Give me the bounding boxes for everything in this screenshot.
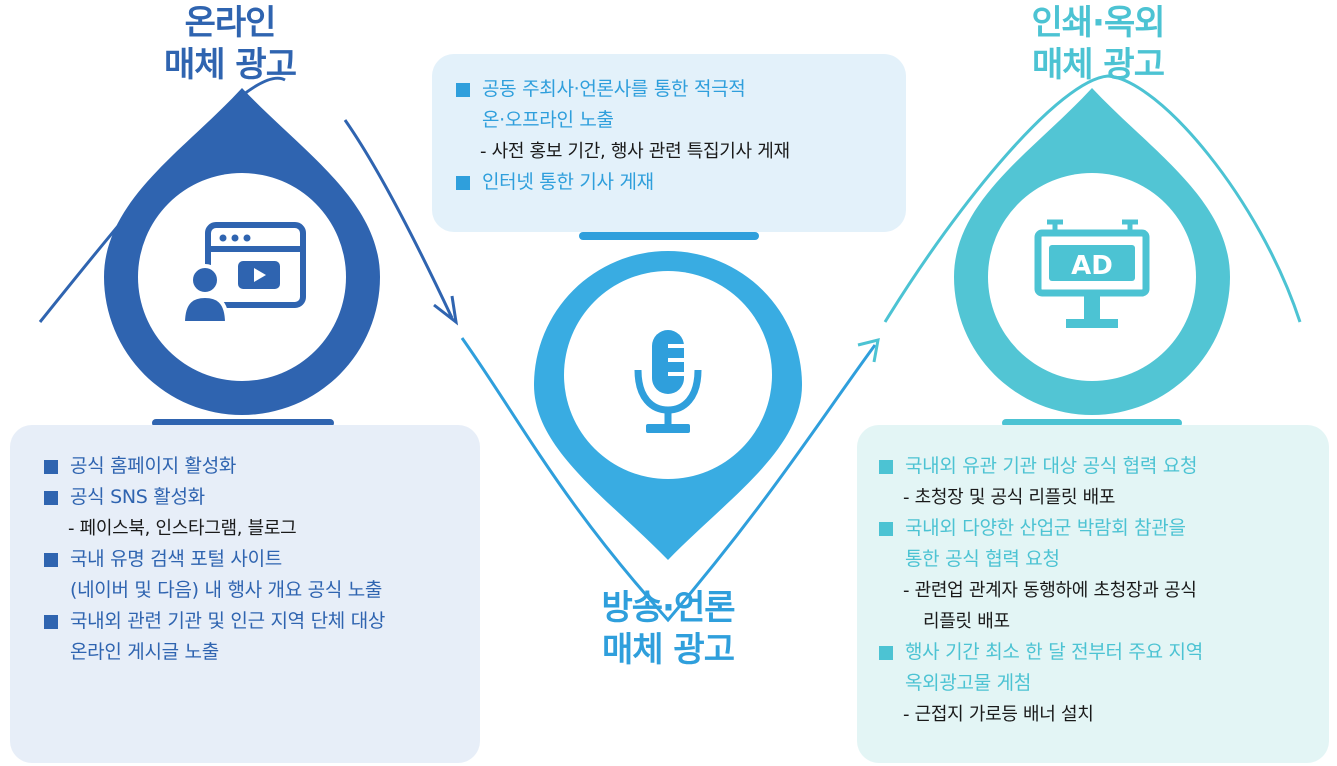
online-info-box: 공식 홈페이지 활성화 공식 SNS 활성화 - 페이스북, 인스타그램, 블로… xyxy=(10,425,480,763)
flow-curve-right xyxy=(883,74,1302,323)
sub-item: 리플릿 배포 xyxy=(923,611,1010,632)
billboard-text: AD xyxy=(1071,251,1113,281)
item-line: 공식 홈페이지 활성화 xyxy=(70,455,237,477)
bullet-text: 국내외 다양한 산업군 박람회 참관을 통한 공식 협력 요청 xyxy=(879,513,1319,575)
sub-item: - 사전 홍보 기간, 행사 관련 특집기사 게재 xyxy=(480,141,790,162)
list-item: 인터넷 통한 기사 게재 xyxy=(456,167,886,198)
item-line: 온라인 게시글 노출 xyxy=(70,641,219,663)
title-online-line1: 온라인 xyxy=(184,3,277,43)
list-item: 공식 홈페이지 활성화 xyxy=(44,451,464,482)
title-online: 온라인 매체 광고 xyxy=(110,2,350,86)
list-item: 국내 유명 검색 포털 사이트 (네이버 및 다음) 내 행사 개요 공식 노출 xyxy=(44,544,464,606)
list-item: 행사 기간 최소 한 달 전부터 주요 지역 옥외광고물 게첨 - 근접지 가로… xyxy=(879,637,1319,730)
item-line: 온·오프라인 노출 xyxy=(482,109,614,131)
item-line: 국내외 유관 기관 대상 공식 협력 요청 xyxy=(905,455,1198,477)
broadcast-info-box: 공동 주최사·언론사를 통한 적극적 온·오프라인 노출 - 사전 홍보 기간,… xyxy=(432,54,906,232)
bullet-text: 행사 기간 최소 한 달 전부터 주요 지역 옥외광고물 게첨 xyxy=(879,637,1319,699)
print-info-box: 국내외 유관 기관 대상 공식 협력 요청 - 초청장 및 공식 리플릿 배포 … xyxy=(857,425,1329,763)
item-line: 공동 주최사·언론사를 통한 적극적 xyxy=(482,78,746,100)
title-print: 인쇄·옥외 매체 광고 xyxy=(978,2,1218,86)
arrow-head-left xyxy=(433,295,459,326)
item-line: 통한 공식 협력 요청 xyxy=(905,548,1060,570)
bullet-text: 국내외 유관 기관 대상 공식 협력 요청 xyxy=(879,451,1319,482)
sub-item: - 초청장 및 공식 리플릿 배포 xyxy=(903,487,1116,508)
list-item: 공식 SNS 활성화 - 페이스북, 인스타그램, 블로그 xyxy=(44,482,464,544)
bullet-text: 공식 홈페이지 활성화 xyxy=(44,451,464,482)
item-line: 공식 SNS 활성화 xyxy=(70,486,205,508)
broadcast-item-list: 공동 주최사·언론사를 통한 적극적 온·오프라인 노출 - 사전 홍보 기간,… xyxy=(456,74,886,198)
bullet-text: 공식 SNS 활성화 xyxy=(44,482,464,513)
title-broadcast-line2: 매체 광고 xyxy=(602,630,735,670)
microphone-icon xyxy=(634,330,702,433)
title-online-line2: 매체 광고 xyxy=(164,45,297,85)
bullet-text: 국내외 관련 기관 및 인근 지역 단체 대상 온라인 게시글 노출 xyxy=(44,606,464,668)
print-item-list: 국내외 유관 기관 대상 공식 협력 요청 - 초청장 및 공식 리플릿 배포 … xyxy=(879,451,1319,730)
title-broadcast: 방송·언론 매체 광고 xyxy=(548,587,788,671)
bullet-text: 인터넷 통한 기사 게재 xyxy=(456,167,886,198)
bullet-text: 공동 주최사·언론사를 통한 적극적 온·오프라인 노출 xyxy=(456,74,886,136)
sub-item: - 페이스북, 인스타그램, 블로그 xyxy=(68,518,297,539)
item-line: 국내외 다양한 산업군 박람회 참관을 xyxy=(905,517,1186,539)
title-print-line2: 매체 광고 xyxy=(1032,45,1165,85)
item-line: 옥외광고물 게첨 xyxy=(905,672,1032,694)
item-line: (네이버 및 다음) 내 행사 개요 공식 노출 xyxy=(70,579,383,601)
item-line: 인터넷 통한 기사 게재 xyxy=(482,171,654,193)
title-broadcast-line1: 방송·언론 xyxy=(601,588,735,628)
flow-curve-left-descent xyxy=(343,119,454,319)
arrow-head-middle xyxy=(857,337,880,363)
sub-item: - 근접지 가로등 배너 설치 xyxy=(903,704,1094,725)
title-print-line1: 인쇄·옥외 xyxy=(1031,3,1165,43)
sub-item: - 관련업 관계자 동행하에 초청장과 공식 xyxy=(903,580,1197,601)
billboard-ad-icon: AD xyxy=(1034,219,1150,328)
online-item-list: 공식 홈페이지 활성화 공식 SNS 활성화 - 페이스북, 인스타그램, 블로… xyxy=(44,451,464,668)
list-item: 공동 주최사·언론사를 통한 적극적 온·오프라인 노출 - 사전 홍보 기간,… xyxy=(456,74,886,167)
item-line: 국내 유명 검색 포털 사이트 xyxy=(70,548,282,570)
video-player-user-icon xyxy=(180,222,306,325)
list-item: 국내외 유관 기관 대상 공식 협력 요청 - 초청장 및 공식 리플릿 배포 xyxy=(879,451,1319,513)
underline-broadcast xyxy=(579,232,759,240)
flow-curve-middle xyxy=(460,337,877,623)
list-item: 국내외 다양한 산업군 박람회 참관을 통한 공식 협력 요청 - 관련업 관계… xyxy=(879,513,1319,637)
bullet-text: 국내 유명 검색 포털 사이트 (네이버 및 다음) 내 행사 개요 공식 노출 xyxy=(44,544,464,606)
list-item: 국내외 관련 기관 및 인근 지역 단체 대상 온라인 게시글 노출 xyxy=(44,606,464,668)
item-line: 국내외 관련 기관 및 인근 지역 단체 대상 xyxy=(70,610,386,632)
item-line: 행사 기간 최소 한 달 전부터 주요 지역 xyxy=(905,641,1203,663)
